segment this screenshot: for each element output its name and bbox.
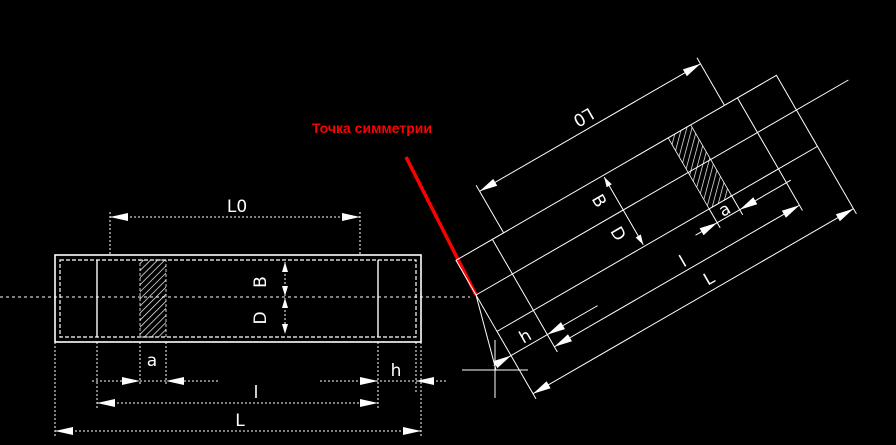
right-dim-L-ext-1 (496, 331, 537, 400)
left-dim-d-label: D (251, 311, 271, 324)
left-dim-bd-arrow-bot (282, 324, 288, 334)
left-dim-l-label: l (254, 383, 259, 403)
right-dim-d-label: D (606, 223, 630, 244)
right-dim-l0-arrow-1 (479, 178, 498, 192)
left-dim-b-label: B (251, 276, 271, 288)
symmetry-construction-line (475, 294, 497, 371)
left-body-inner (59, 259, 417, 338)
left-dim-h-label: h (391, 361, 402, 381)
left-dim-l-arrow-2 (360, 399, 378, 407)
right-dim-a-ext-1 (708, 208, 721, 229)
symmetry-leader-line (404, 156, 478, 296)
right-dim-l-line (554, 204, 800, 348)
left-dim-bd-arrow-top (282, 262, 288, 272)
right-centerline (475, 79, 849, 296)
right-dim-h-arrow-1 (493, 355, 511, 369)
right-end-partition-1 (491, 239, 534, 311)
left-dim-bd-arrow-mid2 (282, 298, 288, 308)
right-dim-a-ext-2 (731, 195, 744, 216)
right-dim-l-ext-2 (778, 168, 803, 211)
left-dim-a-label: a (147, 351, 157, 371)
left-dim-l-arrow-1 (97, 399, 115, 407)
right-dim-l0-arrow-2 (682, 63, 701, 77)
right-dim-h-label: h (516, 325, 535, 348)
right-dim-l0-ext-1 (475, 184, 505, 234)
left-dim-l0-arrow-1 (110, 213, 128, 221)
right-dim-bd-line (603, 176, 644, 245)
left-dim-a-arrow-2 (166, 377, 184, 385)
right-hatched-section (667, 124, 733, 210)
right-dim-l-label: l (676, 252, 690, 272)
left-dim-L-arrow-1 (55, 427, 73, 435)
right-body-outer (455, 74, 819, 333)
left-dim-L-arrow-2 (403, 427, 421, 435)
right-dim-h-arrow-2 (547, 322, 565, 335)
left-view: B D L0 a h l L (0, 197, 470, 437)
symmetry-point-label: Точка симметрии (312, 120, 432, 136)
left-dim-h-arrow-1 (360, 377, 378, 385)
left-dim-l0-arrow-2 (342, 213, 360, 221)
left-dim-l0-label: L0 (227, 197, 247, 217)
right-dim-a-arrow-2 (739, 197, 758, 210)
left-body-outer (54, 254, 422, 343)
right-dim-l-ext-1 (532, 310, 558, 353)
right-dim-a-arrow-1 (699, 222, 718, 236)
right-dim-L-arrow-1 (533, 381, 551, 394)
right-dim-l-arrow-1 (554, 334, 572, 347)
right-dim-l-arrow-2 (781, 205, 800, 218)
left-dim-bd-arrow-mid1 (282, 286, 288, 296)
right-view: L0 B D a l h L (455, 57, 857, 400)
right-dim-bd-arrow-2 (635, 234, 644, 245)
left-hatched-section (139, 259, 167, 338)
right-dim-L-line (532, 208, 854, 395)
symmetry-annotation: Точка симметрии (312, 120, 528, 398)
right-dim-l0-ext-2 (696, 57, 725, 106)
right-dim-a-label: a (715, 199, 734, 222)
left-dim-a-arrow-1 (122, 377, 140, 385)
right-dim-L-arrow-2 (835, 208, 854, 222)
right-dim-b-label: B (587, 191, 610, 211)
right-dim-l0-line (479, 63, 701, 192)
left-dim-L-label: L (235, 411, 245, 431)
right-dim-L-label: L (700, 268, 719, 290)
right-end-partition-2 (737, 97, 779, 170)
left-dim-h-arrow-2 (416, 377, 434, 385)
right-dim-L-ext-2 (816, 146, 857, 215)
right-dim-bd-arrow-1 (604, 177, 612, 188)
